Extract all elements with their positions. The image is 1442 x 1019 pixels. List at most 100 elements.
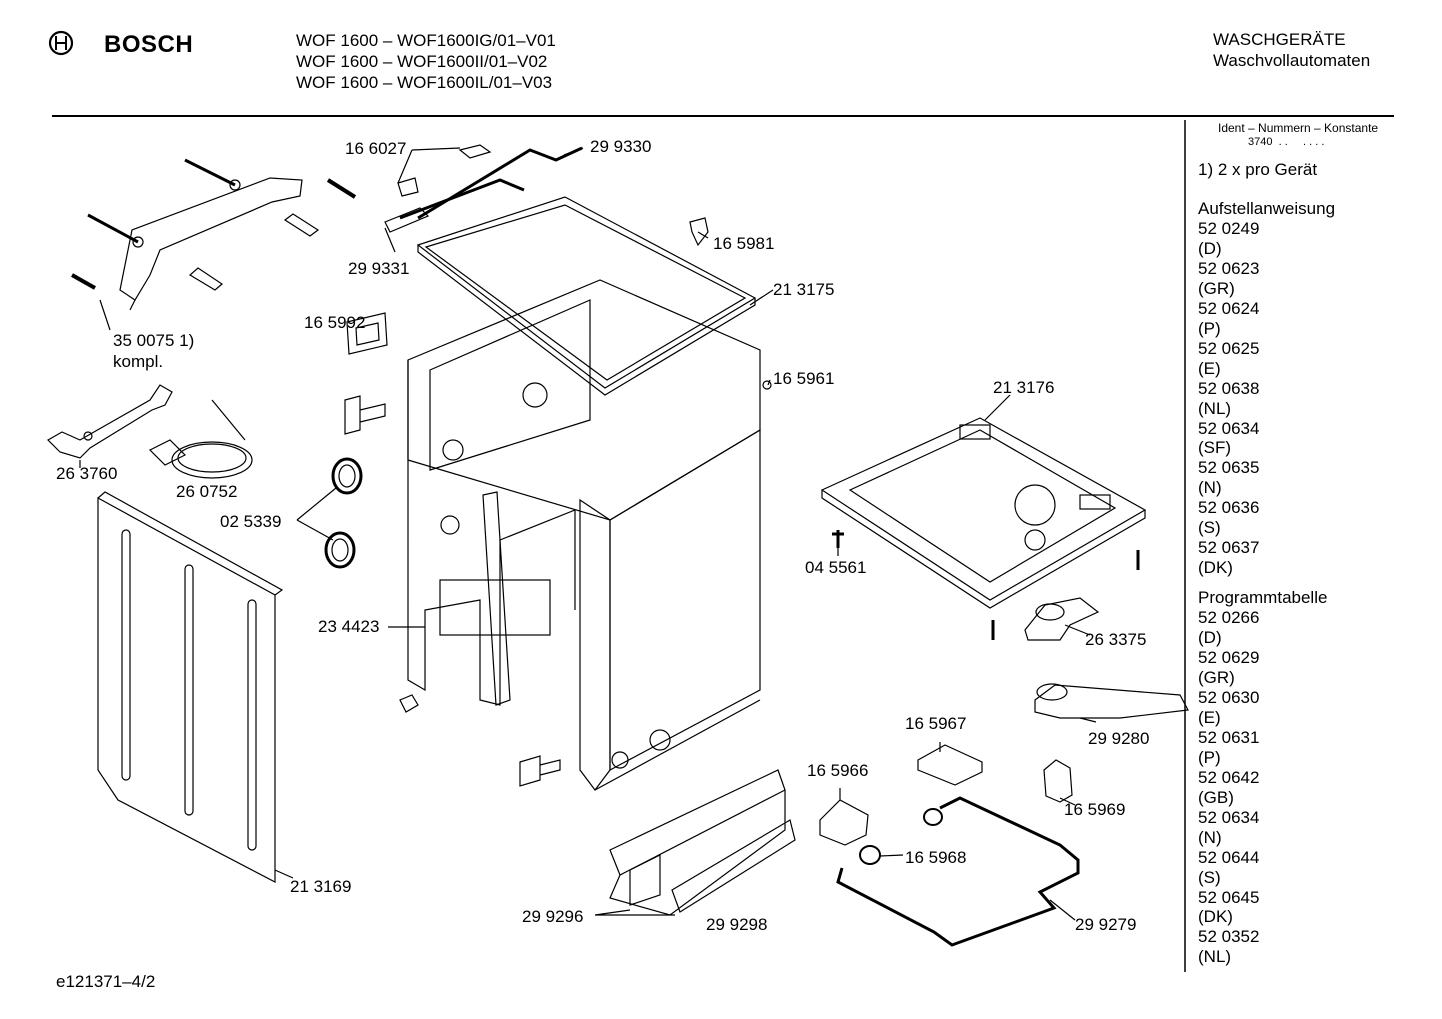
section-entry: 52 0636 — [1198, 498, 1260, 518]
section-entry: 52 0635 — [1198, 458, 1260, 478]
section-entry: 52 0642 — [1198, 767, 1260, 787]
section-entry: (GR) — [1198, 278, 1235, 298]
ident-value: 3740 . . . . . . — [1248, 136, 1325, 148]
latch-parts-drawing — [384, 144, 583, 233]
part-label-165966: 16 5966 — [807, 761, 869, 780]
switch-module-small-drawing — [819, 799, 869, 846]
ident-title: Ident – Nummern – Konstante — [1218, 121, 1379, 135]
switch-module-drawing — [917, 744, 983, 786]
section-entry: 52 0266 — [1198, 608, 1260, 628]
side-panel-drawing — [97, 491, 284, 883]
cover-plate-drawing — [346, 312, 388, 355]
nut-drawing — [762, 380, 772, 390]
mounting-bracket-drawing — [71, 158, 357, 311]
model-line-1: WOF 1600 – WOF1600IG/01–V01 — [296, 31, 556, 50]
section-entry: 52 0631 — [1198, 727, 1260, 747]
section-entry: 52 0629 — [1198, 648, 1260, 668]
section-entry: (P) — [1198, 747, 1221, 767]
heating-element-drawing — [836, 796, 1080, 947]
part-label-263760: 26 3760 — [56, 464, 118, 483]
section-entry: 52 0645 — [1198, 887, 1260, 907]
small-clip-drawing — [399, 694, 419, 713]
section-entry: 52 0623 — [1198, 258, 1260, 278]
screw-drawing — [832, 530, 844, 548]
part-label-260752: 26 0752 — [176, 482, 238, 501]
sidebar-section-program: Programmtabelle 52 0266(D)52 0629(GR)52 … — [1198, 588, 1335, 967]
section-entry: (S) — [1198, 518, 1221, 538]
part-label-299296: 29 9296 — [522, 907, 584, 926]
hose-coil-drawing — [148, 399, 253, 479]
section-entry: 52 0630 — [1198, 687, 1260, 707]
part-label-kompl: kompl. — [113, 352, 164, 371]
section-entry: 52 0249 — [1198, 219, 1260, 238]
part-label-299298: 29 9298 — [706, 915, 768, 934]
front-panel-drawing — [579, 428, 761, 791]
bosch-logo — [48, 30, 74, 61]
bosch-armature-icon — [48, 30, 74, 56]
part-label-263375: 26 3375 — [1085, 630, 1147, 649]
support-arm-drawing — [1034, 684, 1189, 719]
section-entry: (P) — [1198, 318, 1221, 338]
part-label-165992: 16 5992 — [304, 313, 366, 332]
section-entry: 52 0634 — [1198, 418, 1260, 438]
part-label-213169: 21 3169 — [290, 877, 352, 896]
section-entry: (S) — [1198, 867, 1221, 887]
brand-name: BOSCH — [104, 31, 194, 58]
section-entry: 52 0644 — [1198, 847, 1260, 867]
section-entry: (N) — [1198, 478, 1222, 498]
section-entry: (DK) — [1198, 907, 1233, 927]
part-label-165967: 16 5967 — [905, 714, 967, 733]
part-label-166027: 16 6027 — [345, 139, 407, 158]
section-entry: (D) — [1198, 238, 1222, 258]
drawing-code: e121371–4/2 — [56, 972, 156, 991]
section-entry: (GR) — [1198, 668, 1235, 688]
section-entry: (NL) — [1198, 947, 1232, 967]
drawer-panel-drawing — [671, 819, 796, 913]
sidebar-note: 1) 2 x pro Gerät — [1198, 160, 1318, 179]
part-label-234423: 23 4423 — [318, 617, 380, 636]
part-label-165969: 16 5969 — [1064, 800, 1126, 819]
section-entries: 52 0266(D)52 0629(GR)52 0630(E)52 0631(P… — [1198, 608, 1335, 967]
part-label-213175: 21 3175 — [773, 280, 835, 299]
section-title: Aufstellanweisung — [1198, 199, 1336, 218]
section-entry: (N) — [1198, 827, 1222, 847]
section-entry: 52 0625 — [1198, 338, 1260, 358]
sensor-drawing — [1043, 759, 1073, 803]
wrench-drawing — [47, 384, 173, 459]
part-label-299331: 29 9331 — [348, 259, 410, 278]
section-entry: (NL) — [1198, 398, 1232, 418]
section-entry: 52 0638 — [1198, 378, 1260, 398]
part-label-025339: 02 5339 — [220, 512, 282, 531]
part-label-299280: 29 9280 — [1088, 729, 1150, 748]
section-entries: 52 0249(D)52 0623(GR)52 0624(P)52 0625(E… — [1198, 219, 1335, 578]
section-entry: (SF) — [1198, 438, 1232, 458]
model-line-2: WOF 1600 – WOF1600II/01–V02 — [296, 52, 548, 71]
base-tray-drawing — [820, 417, 1147, 609]
section-entry: (D) — [1198, 628, 1222, 648]
sidebar-content: 1) 2 x pro Gerät Aufstellanweisung 52 02… — [1198, 160, 1335, 977]
sidebar-section-install: Aufstellanweisung 52 0249(D)52 0623(GR)5… — [1198, 199, 1335, 578]
top-cover-drawing — [416, 196, 757, 396]
part-label-299330: 29 9330 — [590, 137, 652, 156]
cabinet-frame-drawing — [407, 279, 761, 706]
part-label-213176: 21 3176 — [993, 378, 1055, 397]
section-entry: 52 0352 — [1198, 927, 1260, 947]
section-entry: (GB) — [1198, 787, 1234, 807]
part-label-165968: 16 5968 — [905, 848, 967, 867]
model-line-3: WOF 1600 – WOF1600IL/01–V03 — [296, 73, 553, 92]
sealing-rings-drawing — [324, 457, 363, 569]
category-subtitle: Waschvollautomaten — [1213, 51, 1371, 70]
clip-drawing — [689, 217, 709, 247]
part-label-299279: 29 9279 — [1075, 915, 1137, 934]
section-entry: (DK) — [1198, 558, 1233, 578]
control-panel-drawing — [609, 769, 786, 916]
part-label-350075: 35 0075 1) — [113, 331, 195, 350]
section-entry: 52 0634 — [1198, 807, 1260, 827]
part-label-165961: 16 5961 — [773, 369, 835, 388]
part-label-165981: 16 5981 — [713, 234, 775, 253]
angle-bracket-drawing — [344, 395, 386, 435]
leader-lines — [79, 147, 1097, 921]
section-title: Programmtabelle — [1198, 588, 1328, 608]
door-rail-drawing — [482, 491, 511, 706]
